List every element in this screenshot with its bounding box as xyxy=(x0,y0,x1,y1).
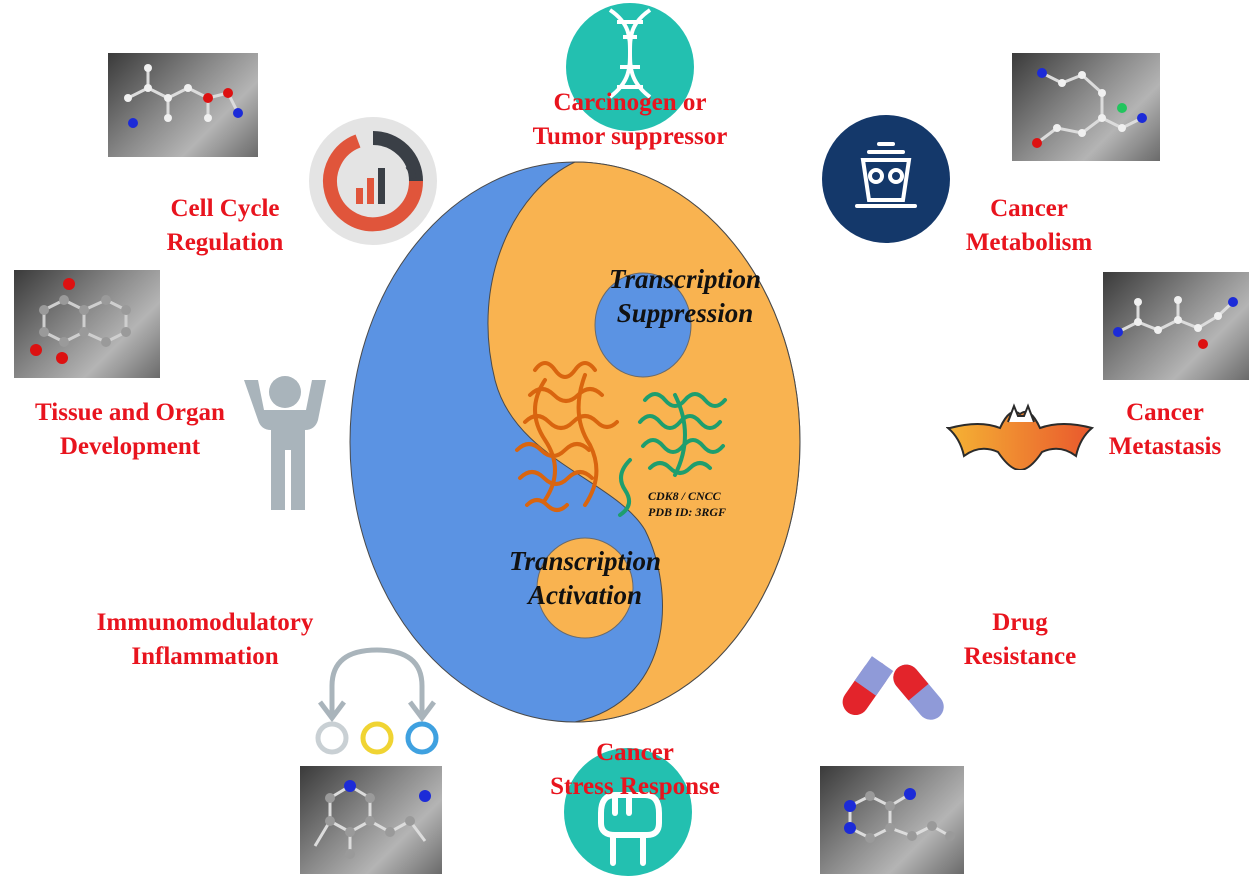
molecule-image-top-right xyxy=(1012,53,1160,161)
yang-dot xyxy=(536,537,634,639)
protein-label: CDK8 / CNCC PDB ID: 3RGF xyxy=(648,489,727,519)
fist-icon xyxy=(564,748,692,876)
capsules-icon xyxy=(842,656,944,720)
transcription-activation-text: Transcription Activation xyxy=(508,546,662,610)
transcription-suppression-text: Transcription Suppression xyxy=(608,264,762,328)
immunomodulatory-label: Immunomodulatory Inflammation xyxy=(96,609,314,670)
cell-cycle-label: Cell Cycle Regulation xyxy=(166,195,284,256)
drug-resistance-label: Drug Resistance xyxy=(963,609,1077,670)
person-icon xyxy=(244,376,326,510)
donut-chart-icon xyxy=(309,117,437,245)
teapot-icon xyxy=(822,115,950,243)
yang-region xyxy=(487,161,801,723)
bat-icon xyxy=(946,403,1095,470)
stress-response-label: Cancer Stress Response xyxy=(550,739,720,800)
molecule-image-top-left xyxy=(108,53,258,157)
tissue-development-label: Tissue and Organ Development xyxy=(35,399,225,460)
protein-orange xyxy=(515,361,619,512)
molecule-image-bottom-right xyxy=(820,766,964,874)
molecule-image-left xyxy=(14,270,160,378)
dna-icon xyxy=(566,3,694,131)
cycle-arrows-icon xyxy=(315,647,439,755)
metastasis-label: Cancer Metastasis xyxy=(1108,399,1222,460)
metabolism-label: Cancer Metabolism xyxy=(965,195,1093,256)
molecule-image-bottom-left xyxy=(300,766,442,874)
yin-yang-diagram xyxy=(349,161,801,723)
protein-green xyxy=(618,392,727,517)
yin-dot xyxy=(594,272,692,378)
molecule-image-right xyxy=(1103,272,1249,380)
carcinogen-label: Carcinogen or Tumor suppressor xyxy=(532,89,728,150)
